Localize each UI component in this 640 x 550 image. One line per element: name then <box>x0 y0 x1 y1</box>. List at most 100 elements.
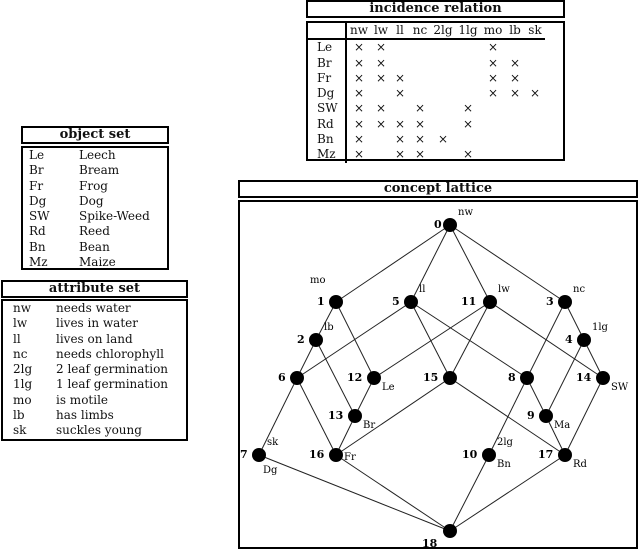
item-abbreviation: sk <box>13 423 27 438</box>
lattice-node-15: 15 <box>423 371 457 385</box>
lattice-edge <box>583 339 604 379</box>
lattice-edge <box>545 415 566 456</box>
incidence-cell: × <box>394 70 406 85</box>
lattice-node-9: 9Ma <box>527 409 570 431</box>
incidence-cell: × <box>414 132 426 147</box>
node-dot <box>539 409 553 423</box>
lattice-edge <box>373 301 491 379</box>
node-object-label: SW <box>611 382 629 393</box>
incidence-cell: × <box>353 101 365 116</box>
incidence-cell: × <box>353 132 365 147</box>
incidence-cell: × <box>487 86 499 101</box>
incidence-cell: × <box>414 101 426 116</box>
item-name: Reed <box>79 224 110 239</box>
concept-lattice-panel <box>238 200 638 549</box>
table-row: SW×××× <box>308 101 545 117</box>
incidence-cell: × <box>375 40 387 55</box>
node-dot <box>443 524 457 538</box>
incidence-cell: × <box>375 55 387 70</box>
node-dot <box>290 371 304 385</box>
lattice-edge <box>315 301 337 341</box>
list-item: Rd Reed <box>23 224 167 239</box>
item-name: Maize <box>79 255 116 270</box>
lattice-edge <box>335 301 375 379</box>
column-header-lb: lb <box>505 23 525 41</box>
node-index: 7 <box>240 448 248 461</box>
lattice-nodes: 0nw1mo2lb3nc41lg5ll67skDg89Ma102lgBn11lw… <box>240 207 629 550</box>
incidence-cell: × <box>394 116 406 131</box>
node-index: 18 <box>422 537 438 550</box>
node-attribute-label: ll <box>419 284 425 295</box>
attribute-set-title: attribute set <box>48 281 141 296</box>
node-index: 2 <box>297 333 305 346</box>
object-set-title: object set <box>59 127 131 142</box>
item-abbreviation: Rd <box>29 224 46 239</box>
node-attribute-label: lb <box>324 322 334 333</box>
node-index: 9 <box>527 409 535 422</box>
concept-lattice-title: concept lattice <box>383 181 493 196</box>
item-name: Dog <box>79 193 104 208</box>
lattice-edge <box>449 224 491 303</box>
item-abbreviation: Le <box>29 148 45 162</box>
concept-lattice-title-box: concept lattice <box>238 180 638 198</box>
list-item: mo is motile <box>3 393 186 408</box>
incidence-cell: × <box>375 70 387 85</box>
lattice-node-18: 18 <box>422 524 457 550</box>
node-dot <box>558 295 572 309</box>
incidence-cell: × <box>353 147 365 162</box>
row-header-Dg: Dg <box>308 86 347 102</box>
lattice-edge <box>296 377 337 456</box>
lattice-edge <box>488 377 528 456</box>
lattice-edge <box>335 224 451 303</box>
node-attribute-label: mo <box>310 275 326 286</box>
incidence-cell: × <box>509 70 521 85</box>
lattice-edge <box>335 415 356 456</box>
item-name: is motile <box>56 392 109 407</box>
item-abbreviation: 1lg <box>13 377 33 392</box>
lattice-node-5: 5ll <box>392 284 425 309</box>
table-row: Le××× <box>308 39 545 56</box>
incidence-cell: × <box>487 40 499 55</box>
incidence-cell: × <box>353 116 365 131</box>
lattice-edge <box>296 301 412 379</box>
item-abbreviation: SW <box>29 209 50 224</box>
row-header-Br: Br <box>308 55 347 71</box>
table-row: Rd××××× <box>308 116 545 133</box>
row-header-Mz: Mz <box>308 147 347 163</box>
item-abbreviation: mo <box>13 392 32 407</box>
node-attribute-label: 2lg <box>497 437 514 448</box>
node-index: 15 <box>423 371 438 384</box>
node-index: 16 <box>309 448 325 461</box>
item-abbreviation: lb <box>13 408 25 423</box>
node-dot <box>596 371 610 385</box>
lattice-edge <box>354 377 375 417</box>
corner-cell <box>308 23 347 41</box>
node-attribute-label: lw <box>498 284 510 295</box>
item-name: needs chlorophyll <box>56 346 164 361</box>
lattice-edge <box>410 224 451 303</box>
column-header-ll: ll <box>391 23 409 41</box>
node-attribute-label: sk <box>267 437 279 448</box>
incidence-cell: × <box>394 86 406 101</box>
node-object-label: Ma <box>554 420 570 431</box>
lattice-edge <box>410 301 451 379</box>
node-dot <box>404 295 418 309</box>
lattice-edge <box>545 339 585 417</box>
lattice-edge <box>449 454 490 532</box>
column-header-lw: lw <box>371 23 391 41</box>
node-index: 0 <box>434 218 442 231</box>
node-dot <box>443 371 457 385</box>
table-row: Br×××× <box>308 55 545 71</box>
node-index: 10 <box>462 448 478 461</box>
